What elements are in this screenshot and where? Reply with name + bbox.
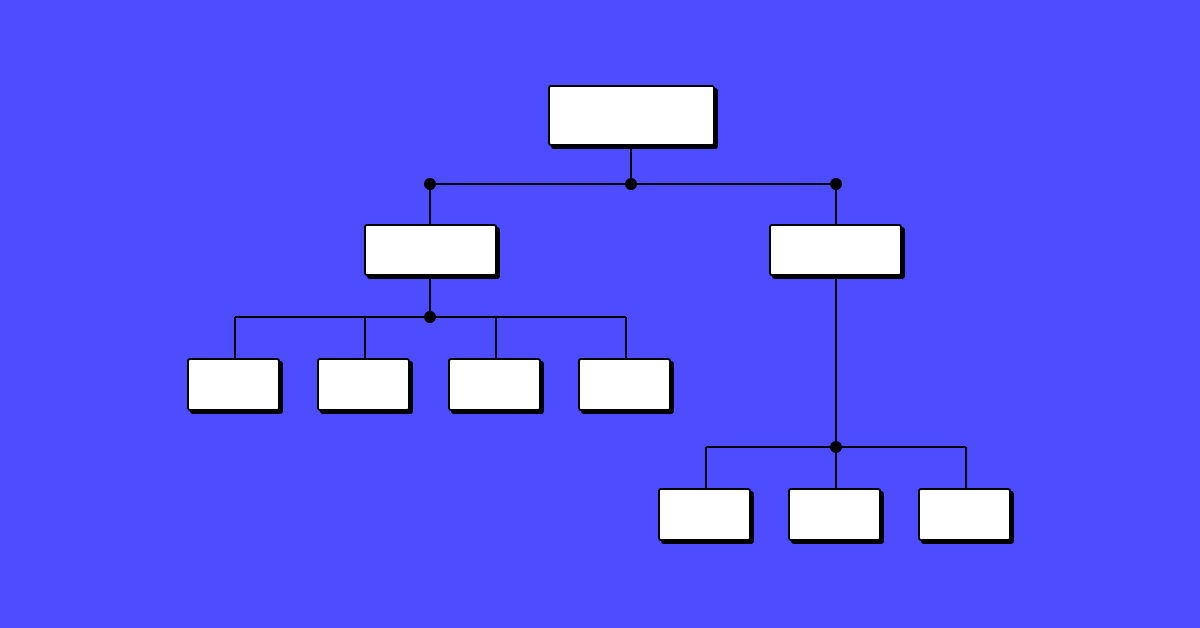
node-level1-left bbox=[364, 224, 497, 276]
node-root bbox=[548, 85, 715, 146]
junction-dot-level1-left bbox=[424, 178, 436, 190]
node-left-child-1 bbox=[187, 358, 280, 411]
node-left-child-3 bbox=[448, 358, 541, 411]
node-level1-right bbox=[769, 224, 902, 276]
junction-dot-level1-center bbox=[625, 178, 637, 190]
junction-dot-right-branch bbox=[830, 441, 842, 453]
node-right-child-2 bbox=[788, 488, 881, 541]
node-left-child-2 bbox=[317, 358, 410, 411]
node-right-child-3 bbox=[918, 488, 1011, 541]
node-right-child-1 bbox=[658, 488, 751, 541]
junction-dot-level1-right bbox=[830, 178, 842, 190]
node-left-child-4 bbox=[578, 358, 671, 411]
junction-dot-left-branch bbox=[424, 311, 436, 323]
